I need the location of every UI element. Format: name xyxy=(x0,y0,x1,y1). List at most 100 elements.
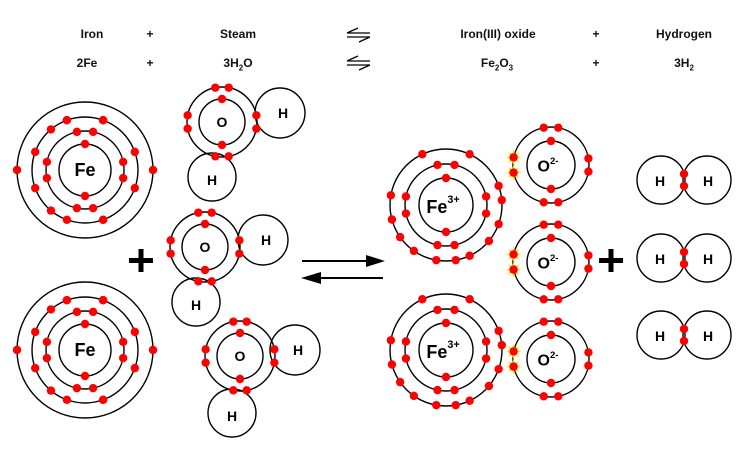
electron xyxy=(401,209,411,218)
electron xyxy=(12,165,22,175)
hydrogen-atom-label: H xyxy=(191,297,201,313)
electron xyxy=(401,337,411,346)
electron xyxy=(130,327,140,337)
electron xyxy=(509,347,518,356)
hydrogen-atom-label: H xyxy=(703,173,713,189)
iron-ion: Fe3+ xyxy=(386,148,506,265)
electron-shell xyxy=(512,320,590,398)
electron xyxy=(88,307,98,317)
electron xyxy=(546,184,556,194)
electron xyxy=(584,251,593,260)
electron xyxy=(441,372,451,382)
electron xyxy=(80,371,90,381)
electron xyxy=(433,240,442,250)
electron xyxy=(584,361,593,370)
hydrogen-atom-label: H xyxy=(293,342,303,358)
electron xyxy=(465,295,474,304)
hydrogen-atom-shell xyxy=(636,155,686,205)
electron xyxy=(207,277,216,286)
hydrogen-atom-shell xyxy=(636,310,686,360)
electron xyxy=(433,160,442,170)
electron xyxy=(30,363,40,373)
iron-ion-label: Fe3+ xyxy=(426,339,459,362)
electron xyxy=(235,374,245,384)
oxide-ion: O2- xyxy=(505,123,593,207)
electron xyxy=(72,307,82,317)
electron xyxy=(130,363,140,373)
electron xyxy=(98,295,108,305)
word-product-iron-oxide: Iron(III) oxide xyxy=(460,27,536,41)
electron xyxy=(554,317,563,326)
iron-ion: Fe3+ xyxy=(386,293,506,410)
electron xyxy=(148,165,158,175)
electron xyxy=(148,345,158,355)
electron xyxy=(433,385,442,395)
electron-shell xyxy=(389,148,503,262)
electron xyxy=(509,362,518,371)
electron xyxy=(509,250,518,259)
electron xyxy=(432,255,441,265)
electron xyxy=(401,192,411,201)
electron xyxy=(201,345,210,354)
electron xyxy=(183,124,192,133)
oxygen-outer-shell xyxy=(204,320,276,392)
electron xyxy=(584,348,593,357)
electron xyxy=(433,305,442,315)
electron xyxy=(450,385,459,395)
iron-ion-label: Fe3+ xyxy=(426,194,459,217)
electron xyxy=(497,195,506,205)
electron-shell xyxy=(45,130,125,210)
electron xyxy=(481,354,491,363)
electron xyxy=(554,220,563,229)
electron xyxy=(481,209,491,218)
electron xyxy=(166,236,175,245)
electron xyxy=(465,150,474,159)
hydrogen-atom-shell xyxy=(682,233,732,283)
oxygen-atom-label: O xyxy=(217,114,228,130)
plus-sign-reactants xyxy=(129,249,153,272)
water-molecule: OHH xyxy=(183,83,306,202)
electron xyxy=(484,236,494,246)
electron-shell xyxy=(389,293,503,407)
electron xyxy=(409,391,419,401)
electron xyxy=(88,203,98,213)
formula-plus-2: + xyxy=(592,56,600,70)
electron xyxy=(481,337,491,346)
hydrogen-atom-label: H xyxy=(655,173,665,189)
electron xyxy=(546,330,556,340)
forward-arrow-icon xyxy=(302,255,385,267)
iron-atom: Fe xyxy=(12,281,158,419)
electron-shell xyxy=(404,163,488,247)
electron xyxy=(201,358,210,367)
electron xyxy=(42,173,52,183)
electron xyxy=(270,345,279,354)
electron xyxy=(98,215,108,225)
electron xyxy=(229,317,238,326)
electron xyxy=(509,168,518,177)
electron xyxy=(118,157,128,167)
electron xyxy=(98,395,108,405)
iron-atom: Fe xyxy=(12,101,158,239)
electron xyxy=(183,111,192,120)
electron-shell xyxy=(45,310,125,390)
word-product-hydrogen: Hydrogen xyxy=(655,27,713,41)
electron xyxy=(497,340,506,350)
electron-shell xyxy=(512,126,590,204)
electron xyxy=(62,215,72,225)
electron-shell xyxy=(512,223,590,301)
oxygen-outer-shell xyxy=(186,86,258,158)
electron xyxy=(554,392,563,401)
electron xyxy=(539,317,548,326)
electron xyxy=(584,167,593,176)
electron xyxy=(481,192,491,201)
electron xyxy=(224,83,233,92)
electron xyxy=(62,395,72,405)
reverse-arrow-icon xyxy=(301,272,383,284)
electron xyxy=(450,240,459,250)
electron xyxy=(252,111,261,120)
electron xyxy=(62,295,72,305)
electron xyxy=(235,249,244,258)
equilibrium-icon-words xyxy=(346,27,371,43)
word-plus-1: + xyxy=(146,27,154,41)
